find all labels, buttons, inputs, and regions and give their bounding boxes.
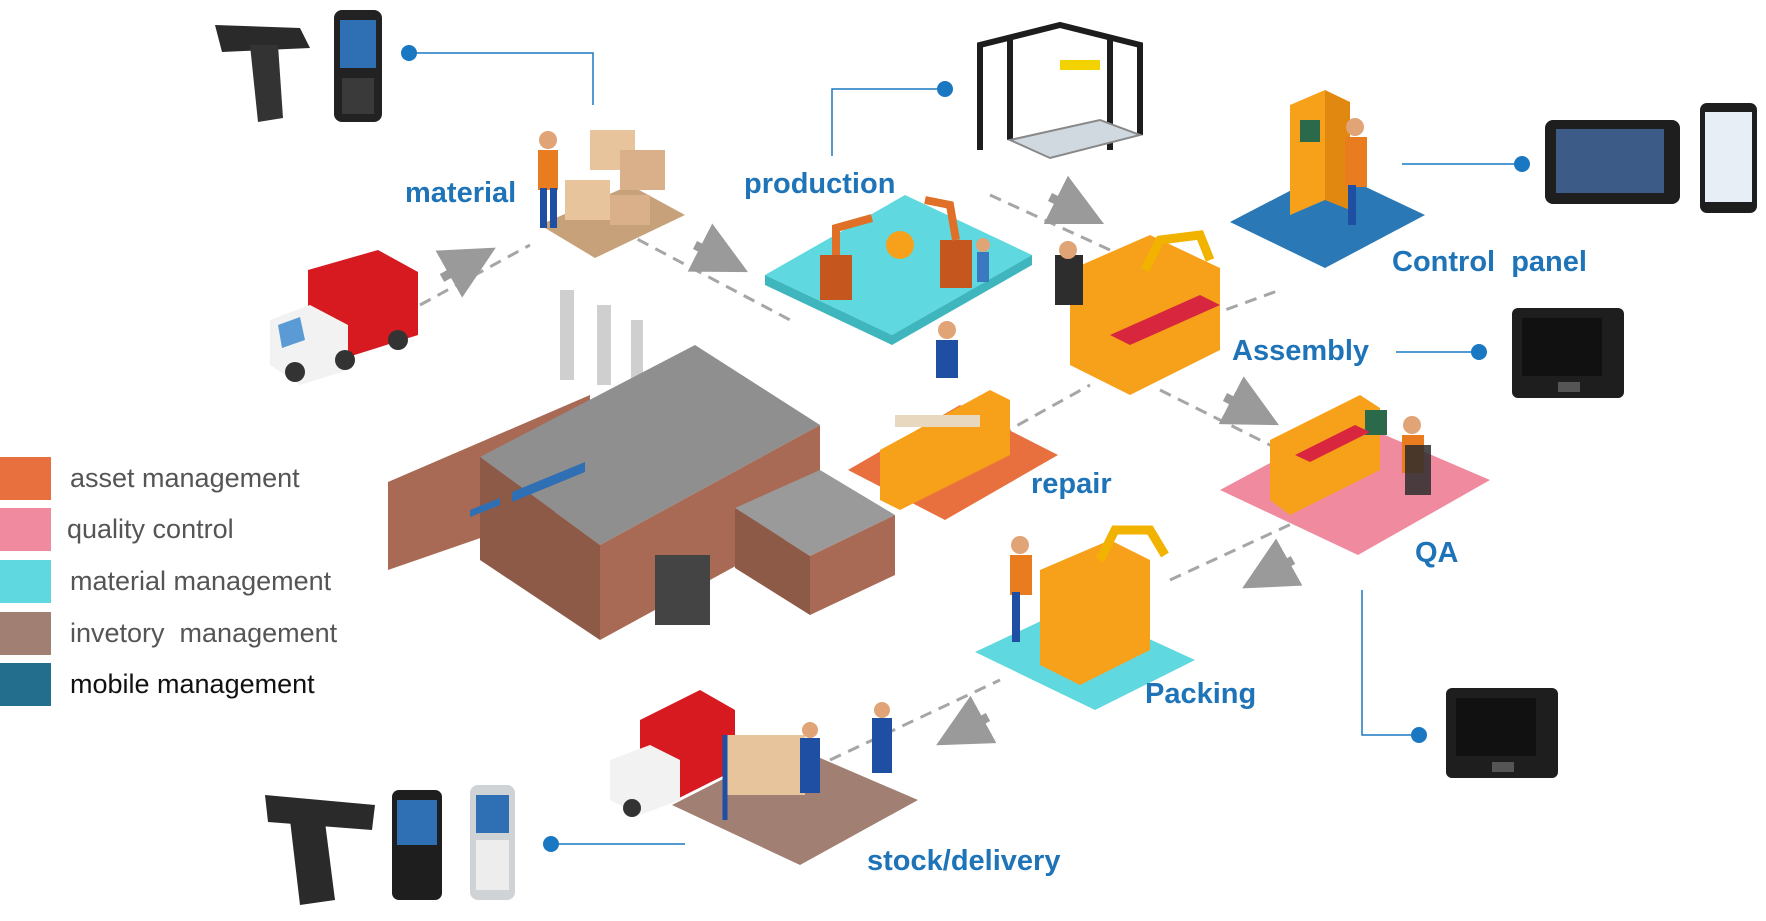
robot-arm-icon (820, 196, 990, 300)
flow-arrows (435, 175, 1303, 746)
legend-item-material-management: material management (0, 560, 331, 603)
terminal-icon (1446, 688, 1558, 778)
legend-label: mobile management (70, 669, 315, 699)
smartphone-icon (1700, 103, 1757, 213)
label-repair: repair (1031, 468, 1112, 500)
worker-icon (538, 131, 558, 228)
material-station (540, 130, 685, 258)
legend-label: material management (70, 566, 332, 596)
pallet-wrapper-icon (977, 21, 1144, 160)
legend-item-asset-management: asset management (0, 457, 300, 500)
legend-swatch (0, 508, 51, 551)
connector-lines (410, 52, 1522, 845)
stock-delivery-station (610, 690, 918, 865)
handheld-scanner-icon (215, 25, 310, 122)
legend-label: invetory management (70, 618, 338, 648)
assembly-station (1055, 230, 1220, 395)
handheld-scanner-icon (265, 795, 375, 905)
tablet-icon (1545, 120, 1680, 204)
terminal-icon (1512, 308, 1624, 398)
factory-building-icon (388, 290, 895, 640)
legend-label: asset management (70, 463, 300, 493)
terminal-icon (334, 10, 382, 122)
label-production: production (744, 168, 896, 200)
label-packing: Packing (1145, 678, 1257, 710)
label-qa: QA (1415, 537, 1459, 569)
legend-item-mobile-management: mobile management (0, 663, 315, 706)
label-material: material (405, 177, 517, 209)
label-assembly: Assembly (1232, 335, 1370, 367)
legend-item-inventory-management: invetory management (0, 612, 337, 655)
qa-station (1220, 395, 1490, 555)
label-control-panel: Control panel (1392, 246, 1587, 278)
packing-station (975, 525, 1195, 710)
legend-label: quality control (67, 514, 234, 544)
production-platform (765, 195, 1032, 345)
legend-swatch (0, 663, 51, 706)
terminal-icon (470, 785, 515, 900)
connector-dots (401, 45, 1530, 852)
label-stock-delivery: stock/delivery (867, 845, 1061, 877)
legend-swatch (0, 457, 51, 500)
legend-swatch (0, 560, 51, 603)
control-panel-station (1230, 90, 1425, 268)
repair-station (848, 321, 1058, 520)
legend-item-quality-control: quality control (0, 508, 234, 551)
legend-swatch (0, 612, 51, 655)
smartphone-icon (392, 790, 442, 900)
truck-icon (270, 250, 418, 385)
